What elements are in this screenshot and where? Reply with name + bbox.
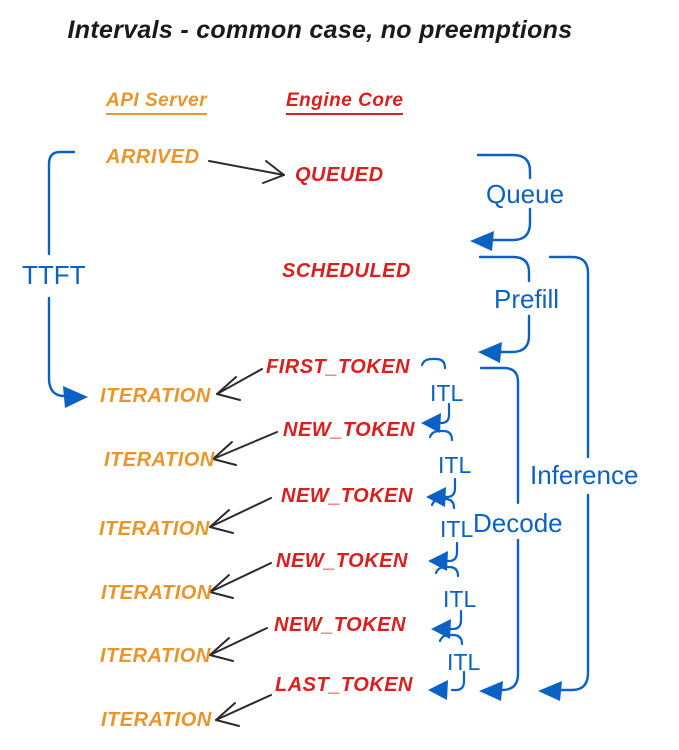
- event-new-token-2: NEW_TOKEN: [281, 485, 413, 507]
- event-iteration-3: ITERATION: [99, 518, 210, 540]
- itl-arrowheads: [421, 413, 451, 700]
- black-arrows: [208, 160, 285, 727]
- queue-bracket: [476, 153, 532, 242]
- ttft-bracket: [47, 150, 76, 398]
- ttft-arrowhead: [63, 386, 88, 408]
- interval-label-ttft: TTFT: [22, 260, 86, 290]
- column-header-engine-core: Engine Core: [286, 90, 404, 115]
- interval-label-prefill: Prefill: [494, 284, 560, 314]
- inference-bracket: [548, 255, 590, 692]
- event-first-token: FIRST_TOKEN: [266, 356, 411, 378]
- column-header-api-server: API Server: [106, 90, 208, 115]
- arrow-new-token-4-to-iteration-5: [209, 627, 268, 662]
- interval-label-itl-5: ITL: [447, 649, 481, 675]
- decode-arrowhead: [479, 681, 503, 701]
- prefill-bracket: [478, 255, 531, 354]
- event-iteration-2: ITERATION: [104, 449, 215, 471]
- arrow-new-token-2-to-iteration-3: [209, 497, 272, 534]
- itl-return-5: [450, 670, 466, 692]
- event-last-token: LAST_TOKEN: [275, 674, 413, 696]
- arrow-new-token-1-to-iteration-2: [212, 431, 278, 466]
- interval-label-inference: Inference: [530, 460, 639, 490]
- event-iteration-4: ITERATION: [101, 582, 212, 604]
- itl-return-2: [441, 477, 457, 499]
- event-iteration-6: ITERATION: [101, 709, 212, 731]
- itl-return-4: [447, 609, 463, 631]
- page-title: Intervals - common case, no preemptions: [67, 16, 573, 44]
- itl-hook-2: [428, 429, 454, 442]
- event-iteration-5: ITERATION: [100, 645, 211, 667]
- event-new-token-4: NEW_TOKEN: [274, 614, 406, 636]
- itl-hook-4: [434, 565, 460, 578]
- interval-label-itl-3: ITL: [440, 516, 474, 542]
- itl-hook-5: [438, 633, 464, 646]
- interval-label-itl-2: ITL: [438, 452, 472, 478]
- event-queued: QUEUED: [295, 164, 384, 186]
- arrow-arrived-to-queued: [208, 160, 285, 184]
- arrow-first-token-to-iteration-1: [216, 368, 263, 401]
- itl-return-1: [435, 402, 451, 425]
- prefill-arrowhead: [478, 342, 502, 363]
- interval-label-queue: Queue: [486, 179, 565, 209]
- queue-arrowhead: [470, 231, 494, 251]
- interval-label-itl-4: ITL: [443, 586, 477, 612]
- inference-arrowhead: [538, 681, 562, 701]
- itl-connectors: [420, 357, 466, 692]
- event-scheduled: SCHEDULED: [282, 260, 411, 282]
- interval-label-itl-1: ITL: [430, 380, 464, 406]
- event-new-token-3: NEW_TOKEN: [276, 550, 408, 572]
- event-arrived: ARRIVED: [106, 146, 200, 168]
- interval-label-decode: Decode: [473, 508, 563, 538]
- event-iteration-1: ITERATION: [100, 385, 211, 407]
- arrow-new-token-3-to-iteration-4: [209, 562, 272, 599]
- event-new-token-1: NEW_TOKEN: [283, 419, 415, 441]
- arrow-last-token-to-iteration-6: [215, 694, 272, 727]
- itl-hook-1: [420, 357, 447, 370]
- itl-return-3: [443, 541, 459, 563]
